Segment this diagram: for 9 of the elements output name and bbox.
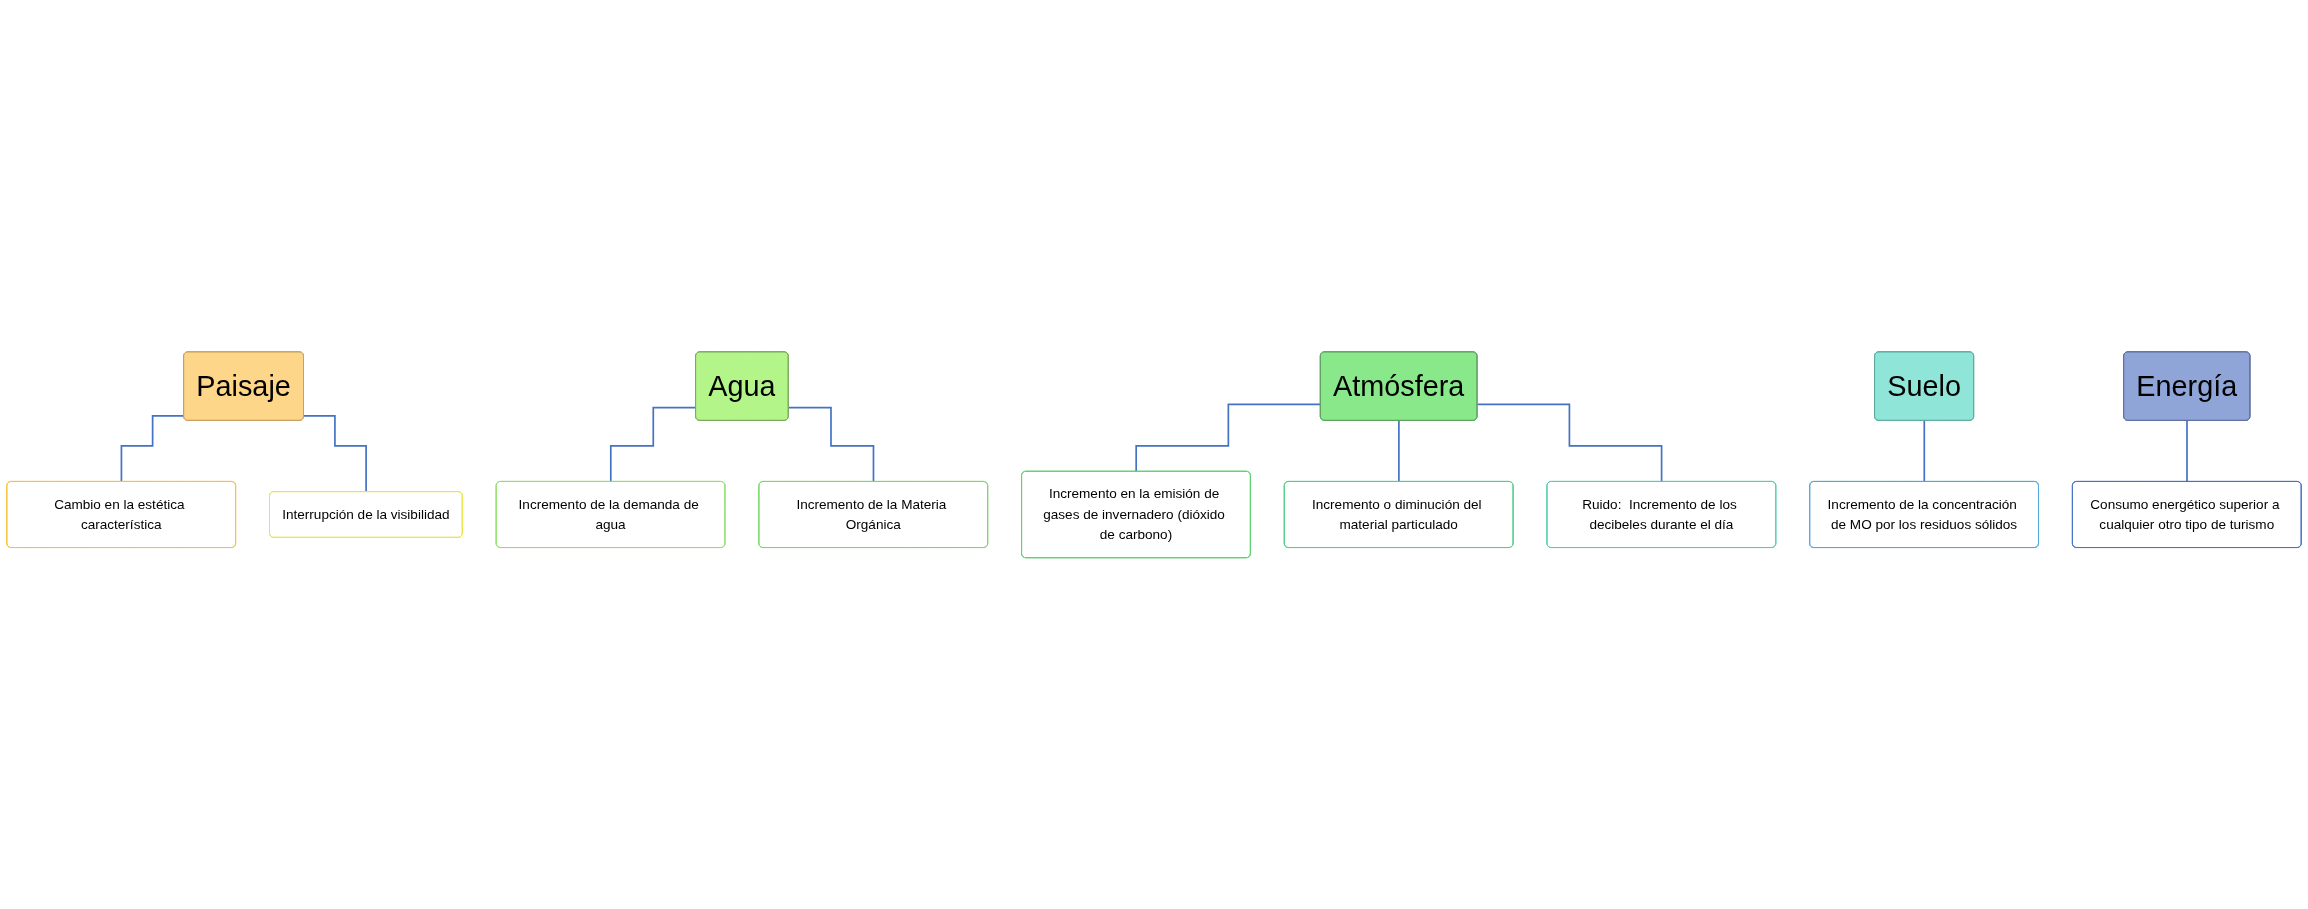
connector <box>787 406 875 483</box>
connector <box>1135 403 1322 473</box>
connector <box>120 414 185 483</box>
connector <box>303 414 368 493</box>
connector <box>1923 419 1926 483</box>
connector <box>1476 403 1663 483</box>
connector <box>1398 419 1400 483</box>
connector <box>2186 419 2189 483</box>
connector <box>609 406 697 483</box>
